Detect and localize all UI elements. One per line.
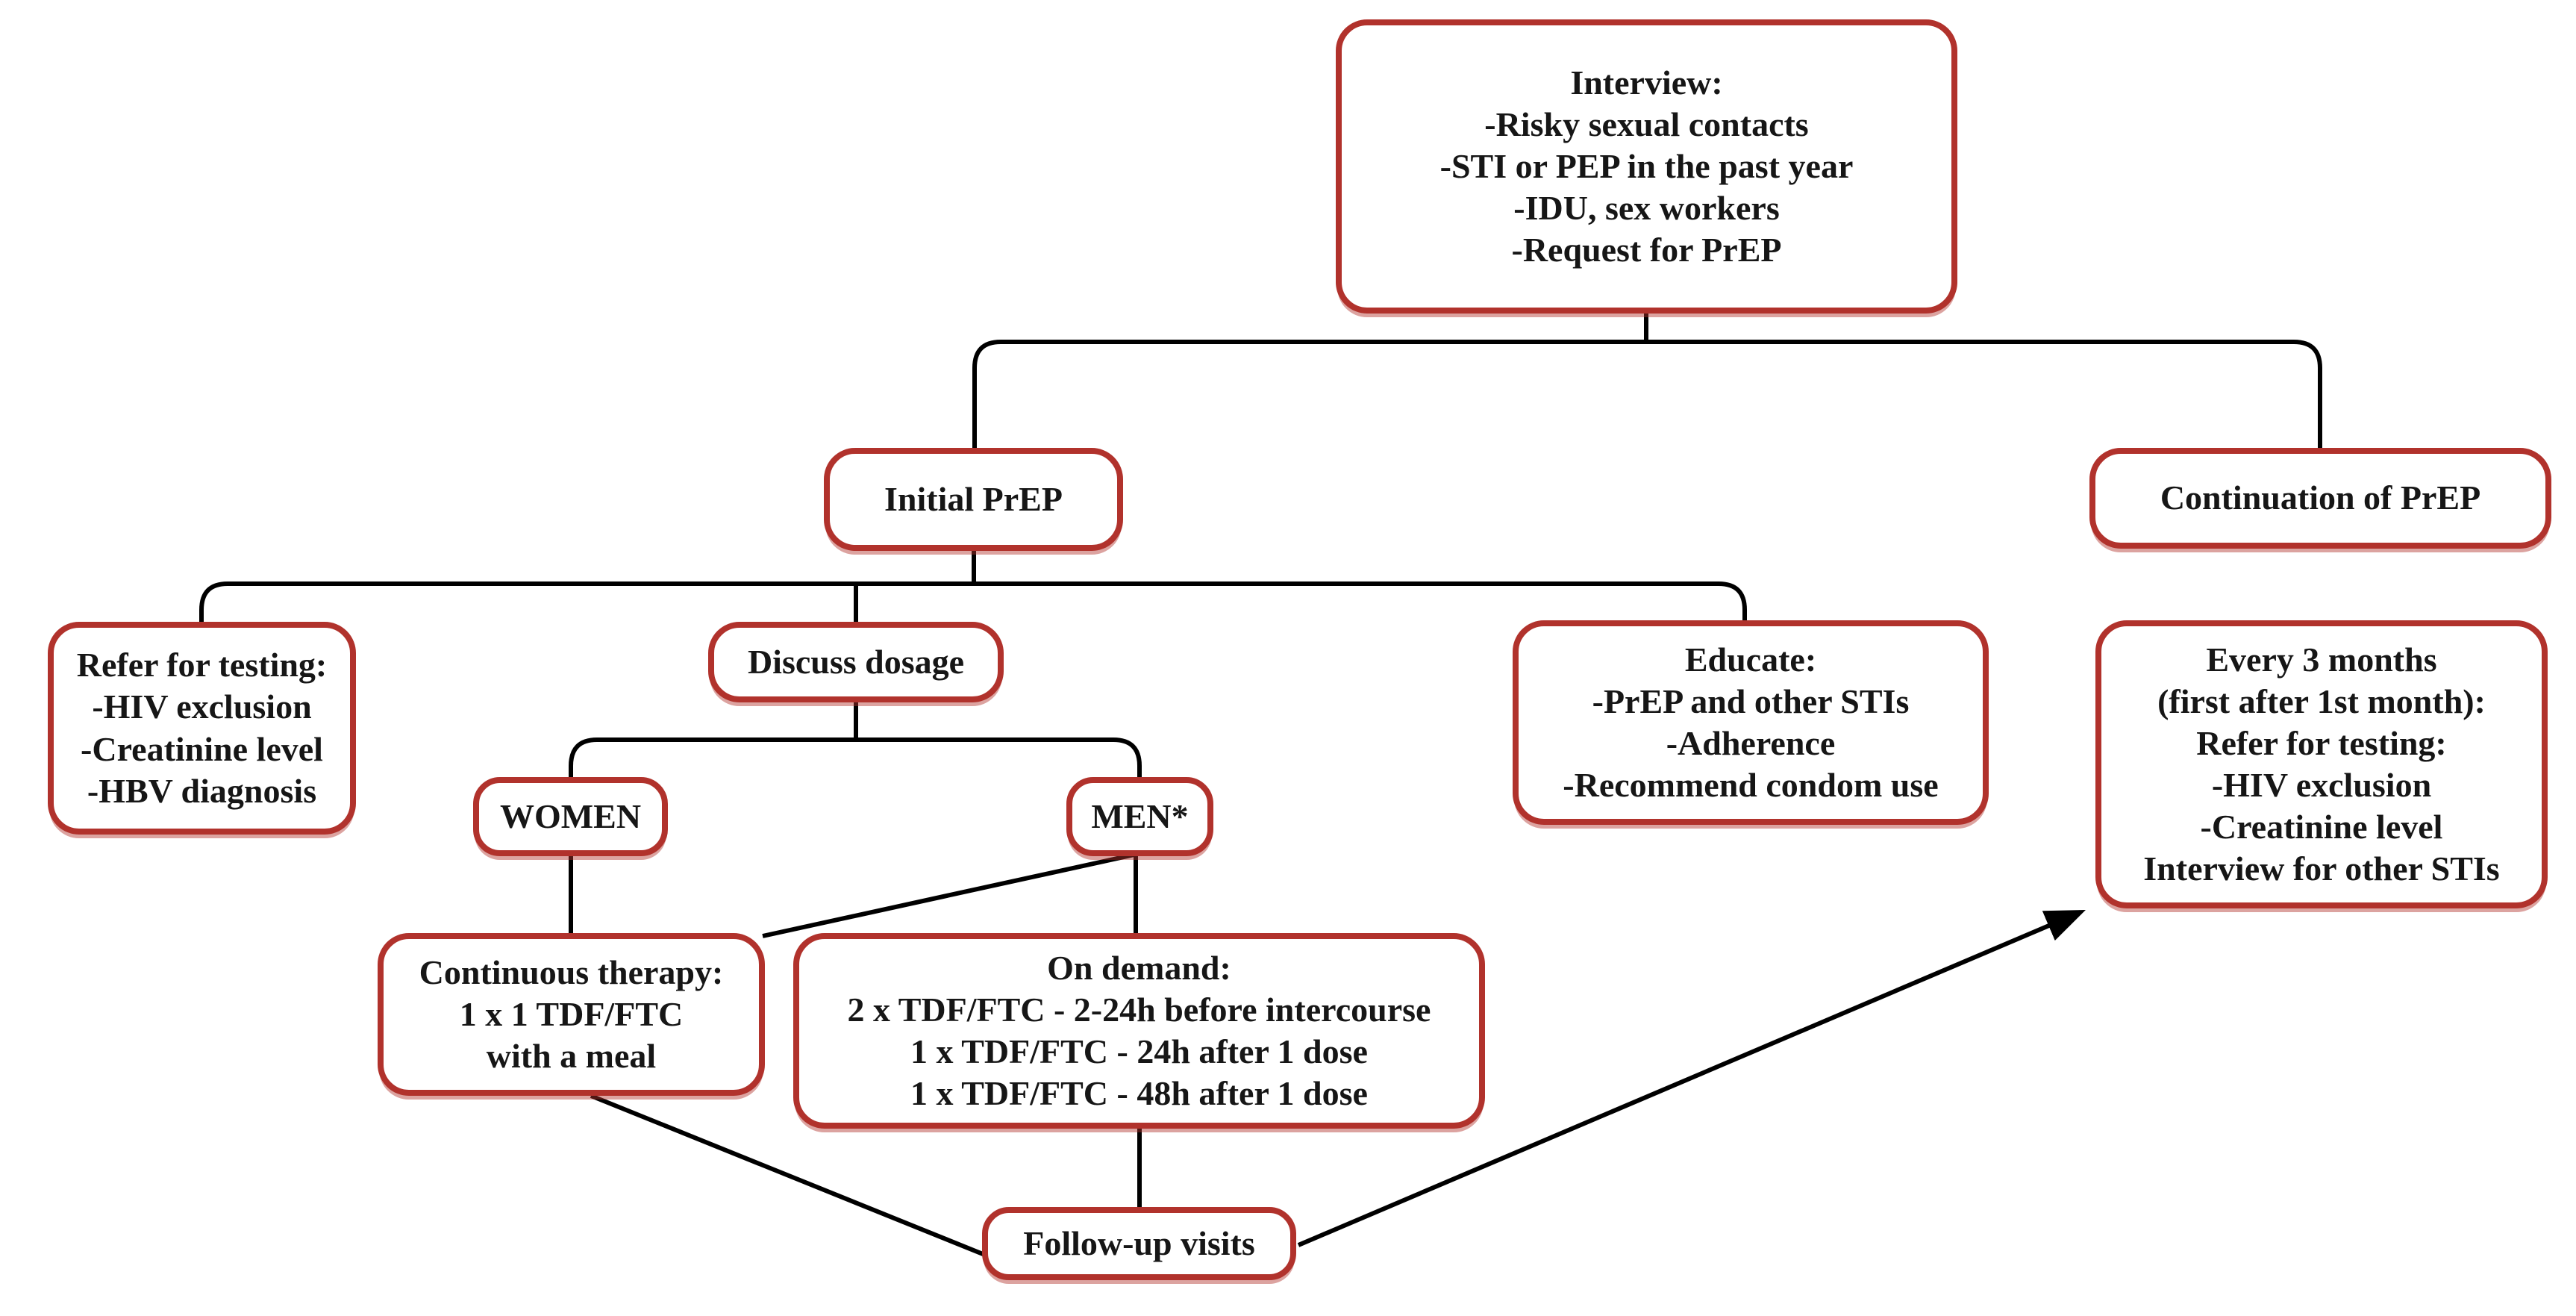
text-line: MEN*: [1091, 796, 1189, 835]
text-line: Continuation of PrEP: [2160, 478, 2481, 517]
node-women: WOMEN: [473, 777, 668, 856]
node-initial-prep: Initial PrEP: [824, 448, 1123, 551]
text-line: Refer for testing:: [76, 646, 328, 684]
node-continuation-of-prep: Continuation of PrEP: [2089, 448, 2551, 549]
text-line: Interview for other STIs: [2143, 849, 2500, 888]
connector-level3-rail: [199, 581, 1747, 622]
text-line: Follow-up visits: [1023, 1223, 1255, 1262]
text-line: -Risky sexual contacts: [1484, 105, 1809, 143]
text-line: with a meal: [486, 1037, 657, 1076]
text-line: 1 x TDF/FTC - 48h after 1 dose: [910, 1074, 1368, 1113]
node-continuous-therapy: Continuous therapy: 1 x 1 TDF/FTC with a…: [378, 933, 765, 1096]
node-educate: Educate: -PrEP and other STIs -Adherence…: [1513, 620, 1989, 825]
text-line: Initial PrEP: [884, 479, 1063, 518]
text-line: -Adherence: [1666, 724, 1836, 762]
node-discuss-dosage: Discuss dosage: [708, 622, 1004, 702]
text-line: -Recommend condom use: [1563, 766, 1939, 805]
node-men: MEN*: [1066, 777, 1213, 856]
text-line: Every 3 months: [2206, 640, 2437, 679]
text-line: -IDU, sex workers: [1513, 189, 1780, 228]
text-line: 1 x 1 TDF/FTC: [459, 994, 684, 1033]
connector-continuous-followup-diagonal: [590, 1094, 988, 1258]
text-line: Educate:: [1684, 640, 1817, 679]
text-line: -STI or PEP in the past year: [1439, 146, 1854, 185]
text-line: 1 x TDF/FTC - 24h after 1 dose: [910, 1032, 1368, 1070]
node-every-3-months: Every 3 months (first after 1st month): …: [2095, 620, 2548, 908]
node-interview: Interview: -Risky sexual contacts -STI o…: [1336, 19, 1957, 314]
text-line: 2 x TDF/FTC - 2-24h before intercourse: [847, 990, 1431, 1029]
text-line: Interview:: [1570, 63, 1723, 102]
text-line: WOMEN: [499, 796, 642, 835]
text-line: -Creatinine level: [81, 729, 323, 768]
node-on-demand: On demand: 2 x TDF/FTC - 2-24h before in…: [793, 933, 1485, 1129]
text-line: -Creatinine level: [2200, 808, 2443, 846]
text-line: Discuss dosage: [747, 642, 965, 681]
node-refer-for-testing: Refer for testing: -HIV exclusion -Creat…: [48, 622, 356, 835]
text-line: -HIV exclusion: [92, 687, 312, 726]
text-line: Continuous therapy:: [419, 952, 724, 991]
text-line: -Request for PrEP: [1511, 231, 1782, 269]
text-line: -HIV exclusion: [2211, 766, 2432, 804]
text-line: -HBV diagnosis: [87, 771, 317, 810]
arrow-followup-every3: [1297, 910, 2086, 1247]
connector-top-split: [972, 340, 2322, 448]
connector-gender-split: [569, 737, 1142, 777]
text-line: On demand:: [1047, 948, 1231, 987]
text-line: -PrEP and other STIs: [1592, 682, 1910, 720]
text-line: (first after 1st month):: [2157, 682, 2486, 720]
node-follow-up-visits: Follow-up visits: [982, 1207, 1296, 1280]
text-line: Refer for testing:: [2196, 723, 2447, 762]
connector-men-continuous-diagonal: [762, 852, 1135, 938]
